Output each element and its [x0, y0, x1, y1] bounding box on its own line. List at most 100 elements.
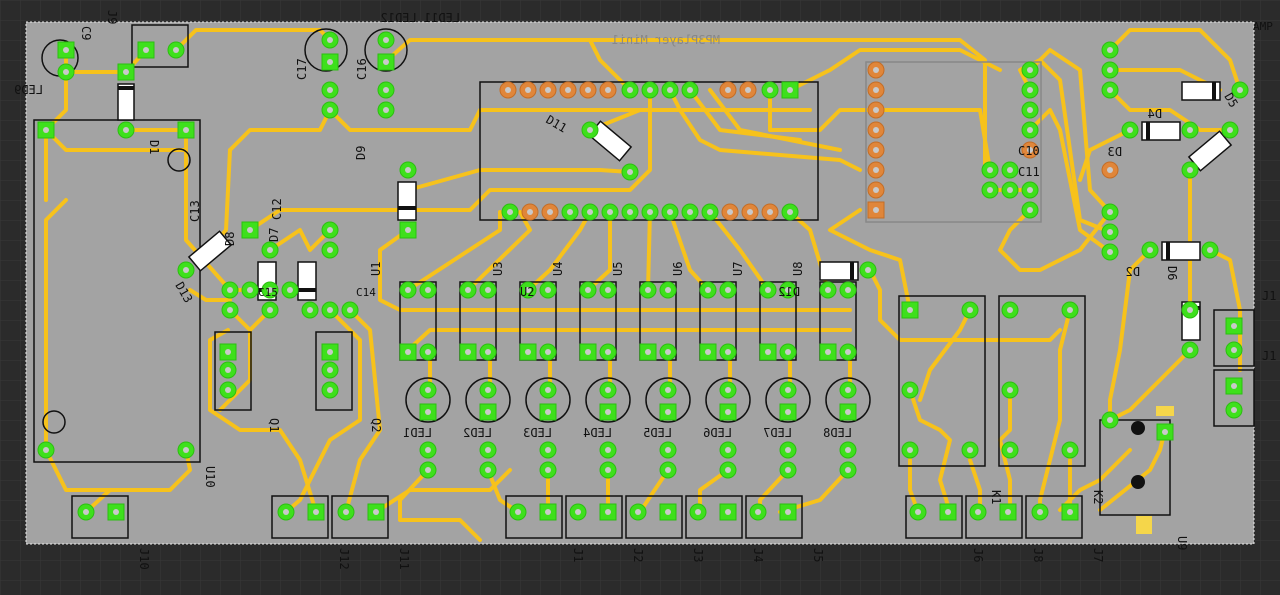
label-d9: D9 — [354, 146, 368, 160]
pad-drill — [767, 87, 773, 93]
pad-drill — [873, 127, 879, 133]
pad-drill — [1231, 383, 1237, 389]
pad-drill — [587, 127, 593, 133]
pad-drill — [425, 349, 431, 355]
pad-drill — [143, 47, 149, 53]
pad-drill — [1231, 407, 1237, 413]
pad-drill — [527, 209, 533, 215]
pad-drill — [173, 47, 179, 53]
pad-drill — [1005, 509, 1011, 515]
pad-drill — [515, 509, 521, 515]
pad-drill — [1227, 127, 1233, 133]
label-j11: J11 — [397, 548, 411, 570]
pad-drill — [405, 349, 411, 355]
label-d2: D2 — [1126, 265, 1140, 279]
pad-drill — [1107, 229, 1113, 235]
pad-drill — [373, 509, 379, 515]
pad-drill — [915, 509, 921, 515]
pad-drill — [1107, 167, 1113, 173]
label-j9: J9 — [105, 10, 119, 24]
label-board-title: MP3Player Mini1 — [612, 33, 720, 47]
pad-drill — [825, 287, 831, 293]
pad-drill — [605, 409, 611, 415]
pad-drill — [383, 37, 389, 43]
label-u4: U4 — [551, 262, 565, 276]
pad-drill — [1007, 187, 1013, 193]
pad-drill — [183, 267, 189, 273]
pad-drill — [225, 387, 231, 393]
label-j5: J5 — [811, 548, 825, 562]
pad-drill — [725, 447, 731, 453]
pad-drill — [1107, 67, 1113, 73]
pad-drill — [545, 349, 551, 355]
pad-drill — [1207, 247, 1213, 253]
pad-drill — [1147, 247, 1153, 253]
pad-drill — [645, 287, 651, 293]
pad-drill — [585, 287, 591, 293]
pad-drill — [665, 287, 671, 293]
yellow-pads — [1136, 406, 1174, 534]
label-led-6: LED6 — [703, 426, 732, 440]
pad-drill — [687, 209, 693, 215]
pad-drill — [1067, 509, 1073, 515]
pad-drill — [425, 287, 431, 293]
pad-drill — [425, 447, 431, 453]
pad-drill — [1027, 87, 1033, 93]
label-u5: U5 — [611, 262, 625, 276]
pad-drill — [665, 409, 671, 415]
pad-drill — [967, 447, 973, 453]
pad-drill — [567, 209, 573, 215]
pad-drill — [755, 509, 761, 515]
pad-drill — [845, 447, 851, 453]
label-u10: U10 — [203, 466, 217, 488]
pad-drill — [485, 467, 491, 473]
label-j1-mid: J1 — [1262, 349, 1276, 363]
label-j10: J10 — [137, 548, 151, 570]
label-j7: J7 — [1091, 548, 1105, 562]
pad-drill — [725, 349, 731, 355]
pad-drill — [425, 387, 431, 393]
label-j8: J8 — [1031, 548, 1045, 562]
pad-drill — [247, 227, 253, 233]
pad-drill — [627, 209, 633, 215]
pad-drill — [945, 509, 951, 515]
pad-drill — [765, 349, 771, 355]
pad-drill — [825, 349, 831, 355]
pad-drill — [485, 387, 491, 393]
pad-drill — [1007, 307, 1013, 313]
pad-drill — [605, 287, 611, 293]
pad-drill — [767, 209, 773, 215]
pad-drill — [347, 307, 353, 313]
label-c11: C11 — [1018, 165, 1040, 179]
pad-drill — [425, 467, 431, 473]
label-j1-bottom: J1 — [571, 548, 585, 562]
pad-drill — [43, 447, 49, 453]
pad-drill — [545, 409, 551, 415]
pad-drill — [267, 307, 273, 313]
label-led-8: LED8 — [823, 426, 852, 440]
pad-drill — [745, 87, 751, 93]
pad-drill — [1231, 323, 1237, 329]
pad-drill — [327, 307, 333, 313]
pad-drill — [1037, 509, 1043, 515]
pad-drill — [785, 447, 791, 453]
pad-drill — [967, 307, 973, 313]
pad-drill — [575, 509, 581, 515]
pad-drill — [665, 349, 671, 355]
pad-drill — [873, 87, 879, 93]
label-u2: U2 — [520, 285, 534, 299]
pad-drill — [765, 287, 771, 293]
pad-drill — [1027, 67, 1033, 73]
pad-drill — [587, 209, 593, 215]
pad-drill — [123, 69, 129, 75]
pad-drill — [1007, 387, 1013, 393]
pad-drill — [585, 87, 591, 93]
pad-drill — [505, 87, 511, 93]
label-u7: U7 — [731, 262, 745, 276]
pad-drill — [607, 209, 613, 215]
pad-drill — [1127, 127, 1133, 133]
pad-drill — [665, 387, 671, 393]
pad-drill — [695, 509, 701, 515]
pad-drill — [873, 187, 879, 193]
label-d1: D1 — [147, 140, 161, 154]
